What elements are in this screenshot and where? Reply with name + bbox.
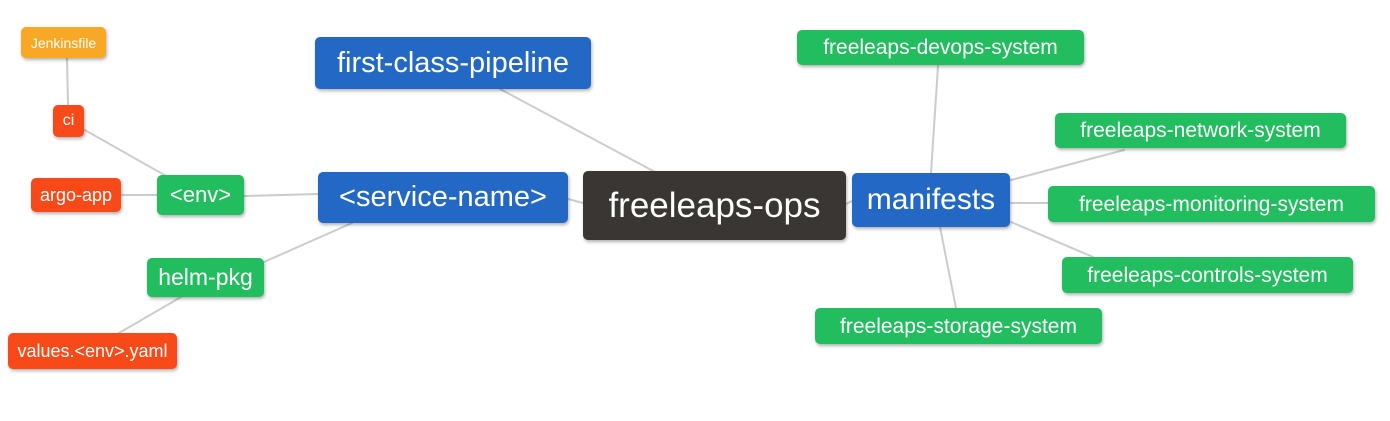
edge-manifests-network-system [1010, 149, 1125, 181]
edge-ci-env [82, 128, 169, 178]
node-controls-system[interactable]: freeleaps-controls-system [1062, 257, 1353, 293]
node-label-freeleaps-ops: freeleaps-ops [608, 186, 821, 225]
edge-freeleaps-ops-manifests [845, 200, 853, 205]
node-label-ci: ci [62, 112, 75, 129]
node-manifests[interactable]: manifests [852, 173, 1010, 227]
node-label-env: <env> [169, 182, 232, 207]
node-label-jenkinsfile: Jenkinsfile [30, 34, 97, 51]
edge-first-class-pipeline-freeleaps-ops [499, 88, 656, 173]
node-storage-system[interactable]: freeleaps-storage-system [815, 308, 1102, 344]
node-label-controls-system: freeleaps-controls-system [1087, 263, 1328, 287]
edge-jenkinsfile-ci [66, 56, 69, 106]
node-label-first-class-pipeline: first-class-pipeline [336, 46, 570, 79]
edge-manifests-controls-system [1010, 221, 1094, 258]
edge-manifests-storage-system [939, 226, 957, 309]
node-values-env-yaml[interactable]: values.<env>.yaml [8, 333, 177, 369]
node-network-system[interactable]: freeleaps-network-system [1055, 113, 1346, 148]
node-label-values-env-yaml: values.<env>.yaml [17, 341, 168, 361]
node-freeleaps-ops[interactable]: freeleaps-ops [583, 171, 846, 240]
node-label-monitoring-system: freeleaps-monitoring-system [1079, 192, 1344, 216]
node-monitoring-system[interactable]: freeleaps-monitoring-system [1048, 186, 1375, 222]
edge-values-env-yaml-helm-pkg [118, 296, 182, 334]
edge-devops-system-manifests [930, 65, 939, 174]
node-service-name[interactable]: <service-name> [318, 172, 568, 223]
node-label-devops-system: freeleaps-devops-system [823, 36, 1058, 59]
node-jenkinsfile[interactable]: Jenkinsfile [21, 27, 106, 58]
node-label-argo-app: argo-app [39, 185, 113, 205]
node-label-manifests: manifests [866, 183, 996, 216]
node-label-service-name: <service-name> [339, 181, 547, 213]
node-argo-app[interactable]: argo-app [31, 178, 121, 212]
node-first-class-pipeline[interactable]: first-class-pipeline [315, 37, 591, 89]
node-label-helm-pkg: helm-pkg [158, 264, 253, 290]
node-label-network-system: freeleaps-network-system [1080, 119, 1321, 142]
edge-service-name-freeleaps-ops [567, 198, 584, 204]
edge-helm-pkg-service-name [263, 222, 353, 263]
edge-env-service-name [243, 193, 319, 197]
node-label-storage-system: freeleaps-storage-system [840, 314, 1077, 338]
node-devops-system[interactable]: freeleaps-devops-system [797, 30, 1084, 65]
node-helm-pkg[interactable]: helm-pkg [147, 258, 264, 297]
node-env[interactable]: <env> [157, 175, 244, 215]
node-ci[interactable]: ci [53, 105, 84, 137]
